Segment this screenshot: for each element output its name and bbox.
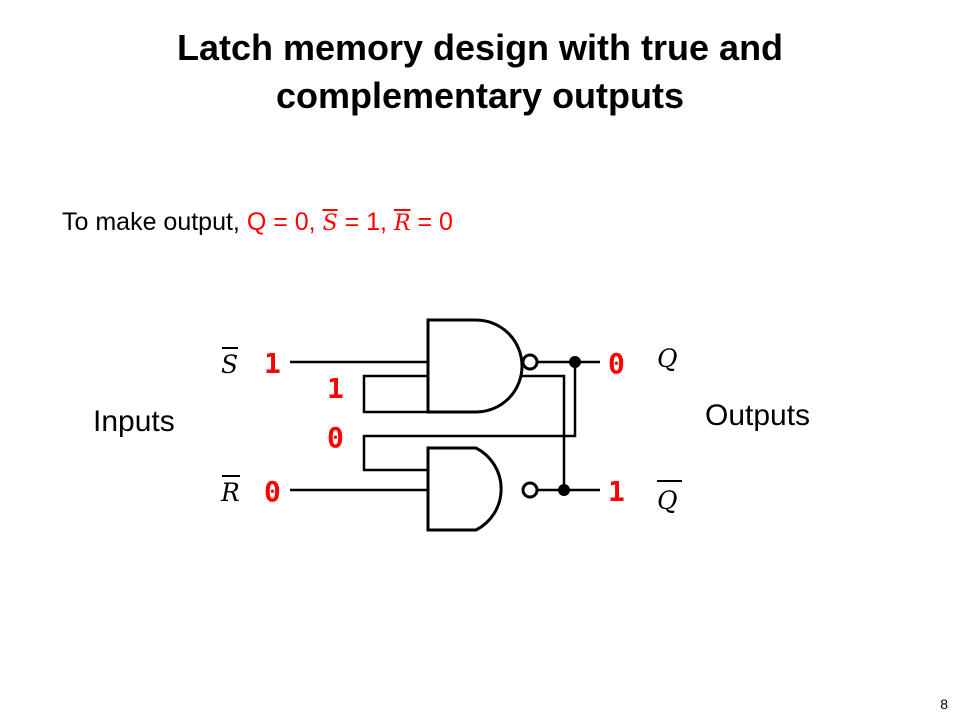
- subtitle-prefix: To make output,: [62, 208, 247, 236]
- subtitle-r-val: = 0: [410, 208, 453, 236]
- value-r-in: 0: [264, 475, 281, 508]
- wire-feedback-q: [362, 362, 577, 472]
- wire-feedback-qbar: [362, 374, 566, 490]
- title-line-2: complementary outputs: [275, 75, 685, 116]
- outputs-label: Outputs: [705, 399, 811, 432]
- value-qbar-out: 1: [608, 475, 625, 508]
- subtitle-r-var: R: [393, 211, 411, 236]
- slide-title: Latch memory design with true and comple…: [0, 24, 960, 120]
- subtitle: To make output, Q = 0, S = 1, R = 0: [62, 206, 453, 240]
- subtitle-s-val: = 1,: [337, 208, 394, 236]
- gates: [426, 318, 539, 532]
- signal-r-bar: R: [220, 478, 240, 507]
- value-s-in: 1: [264, 347, 281, 380]
- nand-gate-bottom: [426, 446, 503, 532]
- nand-gate-top: [426, 318, 524, 414]
- junction-q: [569, 356, 581, 368]
- junction-qbar: [558, 484, 570, 496]
- signal-q-bar: Q: [657, 486, 678, 515]
- signal-s-bar: S: [221, 350, 238, 379]
- value-feedback-bottom: 0: [327, 421, 344, 454]
- title-line-1: Latch memory design with true and: [176, 27, 784, 68]
- value-q-out: 0: [608, 347, 625, 380]
- subtitle-q-part: Q = 0,: [246, 208, 323, 236]
- value-feedback-top: 1: [327, 372, 344, 405]
- nand-bubble-bottom: [521, 481, 539, 499]
- nand-bubble-top: [521, 353, 539, 371]
- subtitle-s-var: S: [322, 211, 338, 236]
- inputs-label: Inputs: [93, 405, 175, 438]
- signal-q: Q: [657, 344, 678, 373]
- page-number: 8: [940, 696, 948, 712]
- junctions: [558, 356, 581, 496]
